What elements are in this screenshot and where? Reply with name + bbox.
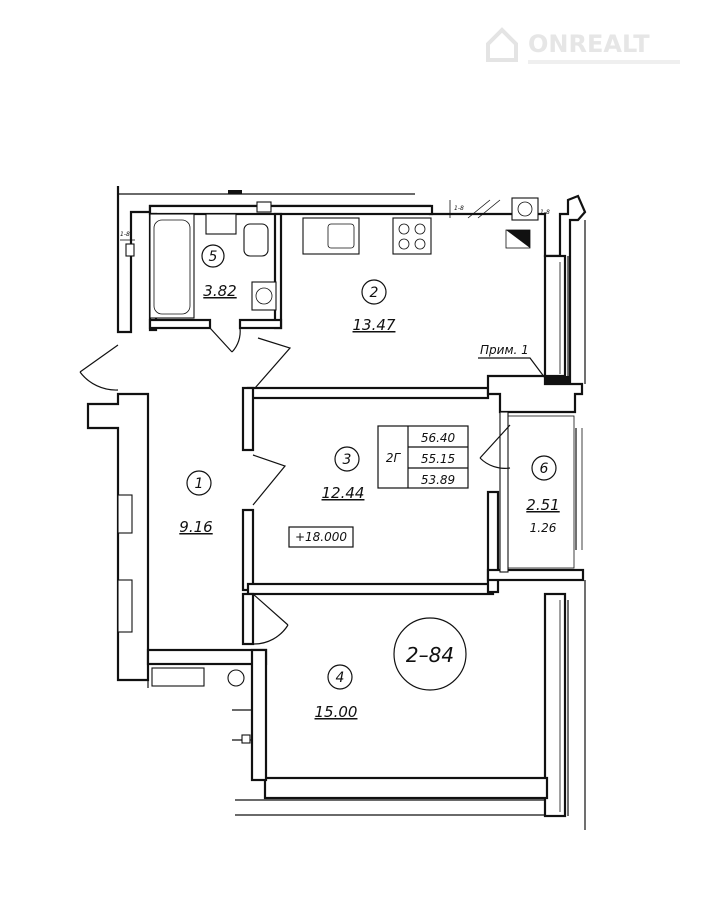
room-5-number: 5: [209, 249, 218, 265]
doors: [79, 327, 511, 645]
total-area: 56.40: [421, 431, 456, 445]
bathtub: [149, 213, 195, 319]
stove: [392, 217, 432, 255]
room-3-area: 12.44: [322, 484, 365, 502]
room-1-area: 9.16: [179, 518, 212, 536]
kitchen-sink: [302, 217, 360, 255]
room-1-number: 1: [195, 476, 204, 492]
room-6-number: 6: [540, 461, 549, 477]
apartment-number-text: 2–84: [406, 643, 454, 667]
elevation-mark: +18.000: [288, 526, 354, 548]
apartment-type: 2Г: [386, 451, 402, 465]
room-markers: 5 2 3 1 4 6: [186, 244, 557, 690]
toilet: [243, 223, 269, 257]
apartment-number: 2–84: [393, 617, 467, 691]
axis-marks: 1-8 1-8 1-8: [120, 200, 550, 257]
elevation-value: +18.000: [295, 530, 347, 544]
room-3-number: 3: [343, 452, 352, 468]
note-label: Прим. 1: [480, 343, 529, 357]
fixtures: [149, 197, 583, 812]
internal-walls: [146, 212, 585, 782]
room-areas: 3.82 13.47 12.44 9.16 15.00 2.51 1.26: [179, 282, 559, 721]
watermark-logo: ONREALT: [486, 27, 680, 64]
watermark-brand: ONREALT: [528, 30, 650, 58]
room-2-number: 2: [370, 285, 379, 301]
axis-mark-top-a: 1-8: [454, 205, 464, 212]
axis-mark-top-b: 1-8: [540, 209, 550, 216]
outer-walls: [86, 186, 587, 830]
room-5-area: 3.82: [203, 282, 236, 300]
axis-mark-left: 1-8: [120, 231, 130, 238]
room-4-number: 4: [336, 670, 345, 686]
net-area: 53.89: [421, 473, 455, 487]
vent-fan: [511, 197, 539, 221]
room-4-area: 15.00: [315, 703, 358, 721]
living-area: 55.15: [421, 452, 455, 466]
apartment-summary: 2Г 56.40 55.15 53.89: [377, 425, 469, 489]
room-6-outline: [507, 415, 575, 569]
room-6-area: 2.51: [526, 496, 559, 514]
room-6-area-reduced: 1.26: [530, 521, 557, 535]
room-2-area: 13.47: [353, 316, 396, 334]
bathroom-sink: [205, 213, 237, 235]
